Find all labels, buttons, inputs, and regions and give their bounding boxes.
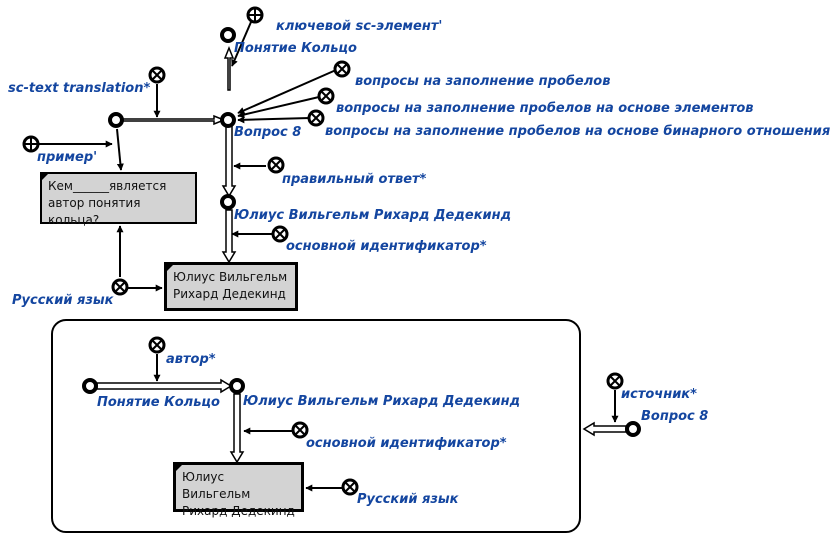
label-dedekind-2: Юлиус Вильгельм Рихард Дедекинд xyxy=(243,394,521,409)
node-concept-ring[interactable] xyxy=(220,27,236,43)
question-text-box[interactable]: Кем______является автор понятия кольца? xyxy=(40,172,197,227)
circle-x-icon[interactable] xyxy=(333,60,351,78)
common-arcs[interactable] xyxy=(96,45,627,464)
circle-x-icon[interactable] xyxy=(111,278,129,296)
circle-x-icon[interactable] xyxy=(148,336,166,354)
circle-x-icon[interactable] xyxy=(291,421,309,439)
label-key-sc-element: ключевой sc-элемент' xyxy=(276,19,443,34)
answer-text-box[interactable]: Юлиус Вильгельм Рихард Дедекинд xyxy=(164,262,298,311)
node-dedekind-2[interactable] xyxy=(229,378,245,394)
label-main-identifier: основной идентификатор* xyxy=(286,239,487,254)
label-concept-ring-2: Понятие Кольцо xyxy=(97,395,220,410)
arc-fill-gaps-binary[interactable] xyxy=(237,116,311,124)
answer-text-box-2[interactable]: Юлиус Вильгельм Рихард Дедекинд xyxy=(173,462,304,518)
circle-x-icon[interactable] xyxy=(606,372,624,390)
label-dedekind: Юлиус Вильгельм Рихард Дедекинд xyxy=(234,208,512,223)
label-fill-gaps-binary: вопросы на заполнение пробелов на основе… xyxy=(325,124,831,139)
label-source: источник* xyxy=(621,387,697,402)
label-example: пример' xyxy=(37,150,98,165)
label-correct-answer: правильный ответ* xyxy=(282,172,427,187)
label-question-8-2: Вопрос 8 xyxy=(641,409,709,424)
node-concept-ring-2[interactable] xyxy=(82,378,98,394)
label-russian-language: Русский язык xyxy=(12,293,114,308)
label-fill-gaps: вопросы на заполнение пробелов xyxy=(355,74,611,89)
node-question-8[interactable] xyxy=(220,112,236,128)
circle-x-icon[interactable] xyxy=(307,109,325,127)
circle-plus-icon[interactable] xyxy=(246,6,264,24)
structure-contour[interactable] xyxy=(51,319,581,533)
label-question-8: Вопрос 8 xyxy=(234,125,302,140)
circle-x-icon[interactable] xyxy=(267,156,285,174)
circle-plus-icon[interactable] xyxy=(22,135,40,153)
arc-fill-gaps-elements[interactable] xyxy=(237,96,320,118)
node-dedekind[interactable] xyxy=(220,194,236,210)
label-concept-ring: Понятие Кольцо xyxy=(234,41,357,56)
circle-x-icon[interactable] xyxy=(317,87,335,105)
node-question-8-2[interactable] xyxy=(625,421,641,437)
label-fill-gaps-elements: вопросы на заполнение пробелов на основе… xyxy=(336,101,754,116)
label-main-identifier-2: основной идентификатор* xyxy=(306,436,507,451)
arc-key-element[interactable] xyxy=(231,21,252,67)
arc-fill-gaps[interactable] xyxy=(237,69,337,114)
circle-x-icon[interactable] xyxy=(148,66,166,84)
label-russian-language-2: Русский язык xyxy=(357,492,459,507)
arc-translation-down[interactable] xyxy=(116,128,124,171)
circle-x-icon[interactable] xyxy=(271,225,289,243)
node-sc-text-translation[interactable] xyxy=(108,112,124,128)
label-sc-text-translation: sc-text translation* xyxy=(8,81,151,96)
label-author: автор* xyxy=(166,352,216,367)
circle-x-icon[interactable] xyxy=(341,478,359,496)
